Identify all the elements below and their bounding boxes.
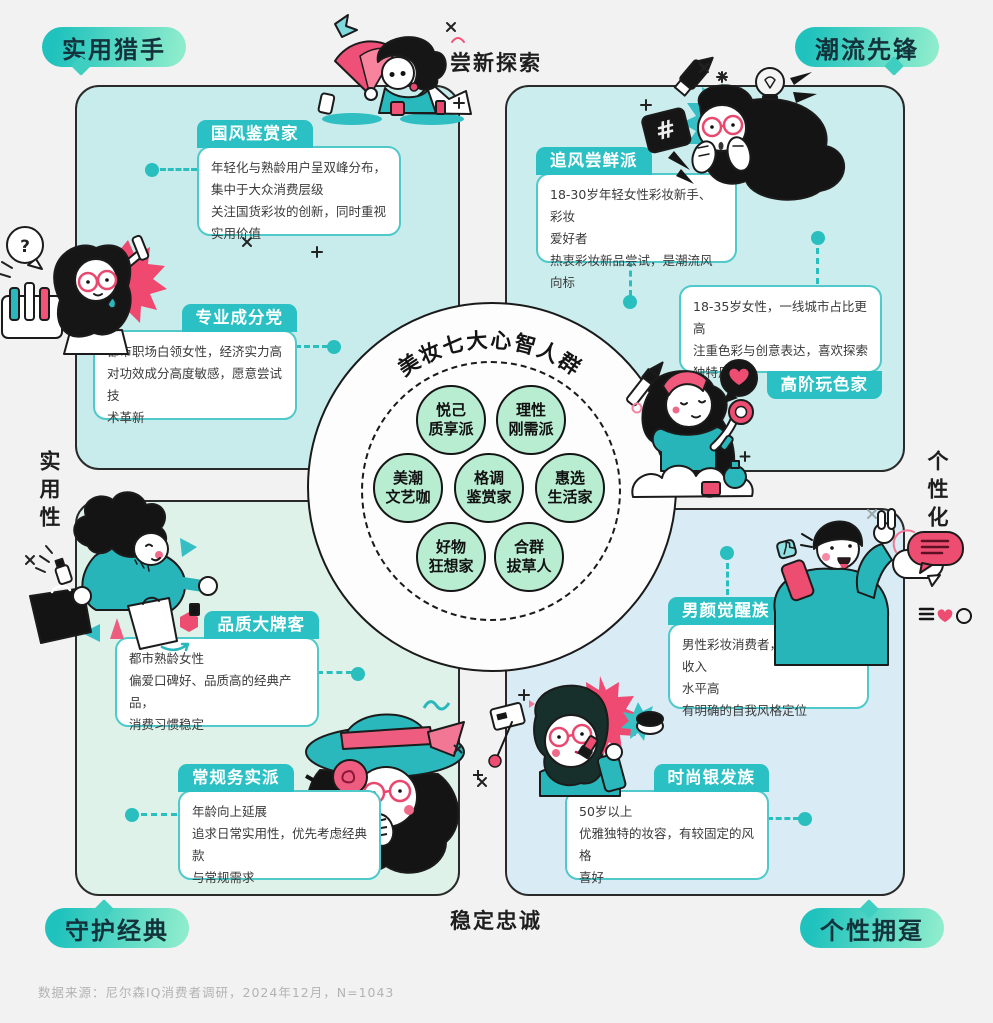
connector-line-changgui [141,813,177,816]
card-zhuifeng-title: 追风尝鲜派 [536,147,652,175]
connector-dot-nanyan [720,546,734,560]
bubble-line: 好物 [435,538,466,557]
jar-icon [701,481,721,496]
connector-line-zhuifeng [629,261,632,296]
center-title: 美妆七大心智人群 [394,328,584,381]
bubble-line: 格调 [473,469,504,488]
axis-label-right: 个性化 [925,450,949,534]
connector-dot-yinfa [798,812,812,826]
bubble-line: 质享派 [428,420,474,438]
reaction-icons [918,607,972,624]
axis-label-bottom: 稳定忠诚 [450,909,542,933]
card-guofeng-title: 国风鉴赏家 [197,120,313,148]
test-tube-pink [39,287,50,321]
corner-badge-top-left: 实用猎手 [42,27,186,67]
connector-line-pinzhi [317,671,352,674]
card-yinfa-text: 50岁以上 优雅独特的妆容，有较固定的风格 喜好 [579,804,755,885]
card-zhuifeng-text: 18-30岁年轻女性彩妆新手、彩妆 爱好者 热衷彩妆新品尝试，是潮流风向标 [550,187,713,290]
center-dashed-circle [361,361,621,621]
axis-label-left: 实用性 [37,450,61,534]
bubble-huixuan: 惠选生活家 [535,453,605,523]
bubble-yueji: 悦己质享派 [416,385,486,455]
x-mark [25,555,35,565]
connector-dot-zhuifeng [623,295,637,309]
corner-badge-top-right: 潮流先锋 [795,27,939,67]
bubble-line: 文艺咖 [385,488,431,506]
bird-icon [334,14,358,38]
card-changgui: 常规务实派 年龄向上延展 追求日常实用性，优先考虑经典款 与常规需求 [178,764,381,885]
bubble-meichao: 美潮文艺咖 [373,453,443,523]
bubble-gediao: 格调鉴赏家 [454,453,524,523]
connector-line-nanyan [726,563,729,621]
center-title-arc: 美妆七大心智人群 [394,328,586,381]
card-nanyan-text: 男性彩妆消费者，高线都市，收入 水平高 有明确的自我风格定位 [682,637,845,718]
card-guofeng-text: 年轻化与熟龄用户呈双峰分布， 集中于大众消费层级 关注国货彩妆的创新，同时重视 … [211,160,387,241]
card-nanyan: 男颜觉醒族 男性彩妆消费者，高线都市，收入 水平高 有明确的自我风格定位 [668,597,869,718]
pink-speech-bubble [907,531,964,574]
x-mark [477,777,487,787]
x-mark [699,63,709,73]
menu-icon [918,607,935,621]
test-tube-teal [9,287,20,321]
card-pinzhi-text: 都市熟龄女性 偏爱口碑好、品质高的经典产品， 消费习惯稳定 [129,651,292,732]
bubble-line: 美潮 [392,469,423,488]
connector-dot-changgui [125,808,139,822]
heart-icon [937,609,953,622]
connector-dot-pinzhi [351,667,365,681]
wand-tip [488,754,502,768]
card-nanyan-title: 男颜觉醒族 [668,597,784,625]
data-source-note: 数据来源：尼尔森IQ消费者调研，2024年12月，N=1043 [38,985,395,1000]
connector-dot-gaojie [811,231,825,245]
card-pinzhi-title: 品质大牌客 [203,611,319,639]
bubble-lixing: 理性刚需派 [496,385,566,455]
corner-badge-bottom-right: 个性拥趸 [800,908,944,948]
card-guofeng: 国风鉴赏家 年轻化与熟龄用户呈双峰分布， 集中于大众消费层级 关注国货彩妆的创新… [197,120,401,241]
card-chengfen-title: 专业成分党 [181,304,297,332]
bubble-line: 理性 [515,401,546,420]
connector-line-guofeng [160,168,197,171]
bubble-haowu: 好物狂想家 [416,522,486,592]
card-changgui-text: 年龄向上延展 追求日常实用性，优先考虑经典款 与常规需求 [192,804,368,885]
connector-line-chengfen [295,345,328,348]
corner-badge-bottom-left: 守护经典 [45,908,189,948]
tube-rack [1,295,63,339]
connector-line-gaojie [816,248,819,284]
bubble-hequn: 合群拔草人 [494,522,564,592]
card-yinfa: 时尚银发族 50岁以上 优雅独特的妆容，有较固定的风格 喜好 [565,764,769,885]
sparkle-lines [35,545,53,573]
card-pinzhi: 品质大牌客 都市熟龄女性 偏爱口碑好、品质高的经典产品， 消费习惯稳定 [115,611,319,732]
bubble-line: 狂想家 [428,557,474,575]
bubble-line: 刚需派 [508,420,554,438]
text-lines [920,539,950,555]
bubble-line: 拔草人 [506,557,552,575]
spray-bottle-icon [54,557,73,585]
bubble-line: 惠选 [554,469,585,488]
connector-dot-chengfen [327,340,341,354]
card-changgui-title: 常规务实派 [178,764,294,792]
bubble-line: 悦己 [435,401,466,420]
card-chengfen-text: 都市职场白领女性，经济实力高 对功效成分高度敏感，愿意尝试技 术革新 [107,344,283,425]
card-chengfen: 专业成分党 都市职场白领女性，经济实力高 对功效成分高度敏感，愿意尝试技 术革新 [93,304,297,425]
sparkle [473,770,483,780]
svg-text:美妆七大心智人群: 美妆七大心智人群 [394,328,586,381]
card-yinfa-title: 时尚银发族 [653,764,769,792]
card-gaojie: 高阶玩色家 18-35岁女性，一线城市占比更高 注重色彩与创意表达，喜欢探索 独… [679,285,882,399]
circle-icon [956,608,972,624]
connector-dot-guofeng [145,163,159,177]
bubble-line: 合群 [513,538,544,557]
card-gaojie-title: 高阶玩色家 [766,371,882,399]
card-zhuifeng: 追风尝鲜派 18-30岁年轻女性彩妆新手、彩妆 爱好者 热衷彩妆新品尝试，是潮流… [536,147,737,290]
hair [376,36,447,91]
speech-bubble [6,226,44,264]
connector-line-yinfa [767,817,799,820]
axis-label-top: 尝新探索 [450,51,542,75]
sparkle [716,71,728,83]
test-tube-white [24,282,35,321]
bubble-line: 鉴赏家 [466,488,512,506]
bubble-line: 生活家 [547,488,593,506]
question-mark: ? [20,237,30,257]
